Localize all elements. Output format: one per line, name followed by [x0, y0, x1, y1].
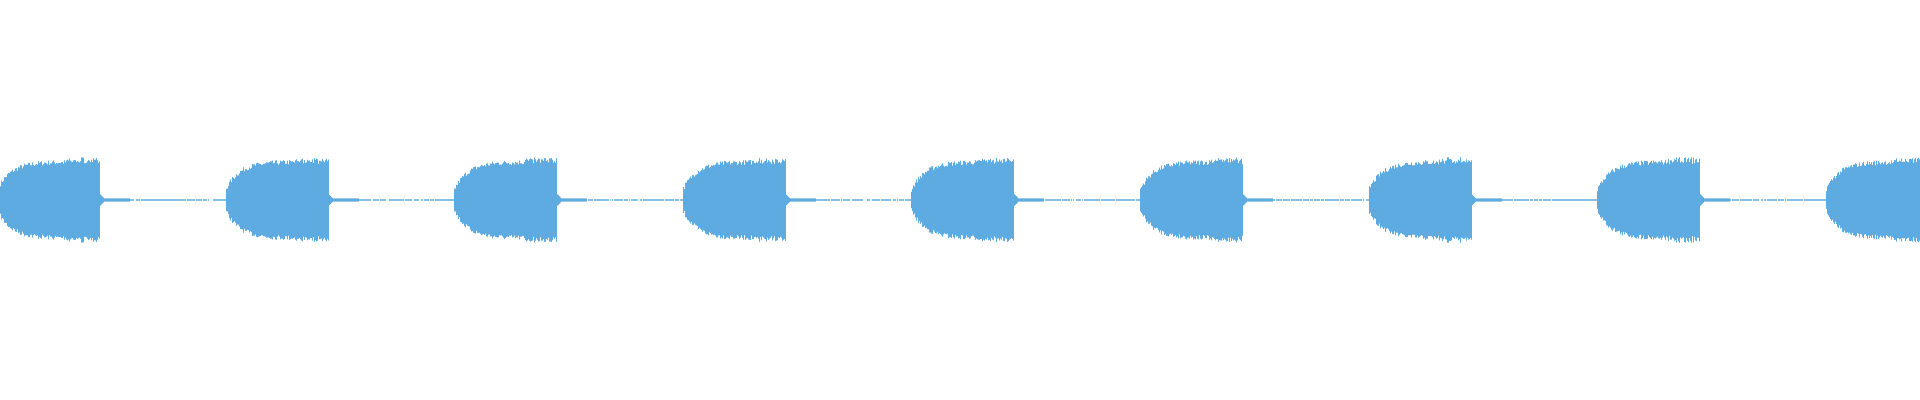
waveform-path [0, 157, 1920, 243]
